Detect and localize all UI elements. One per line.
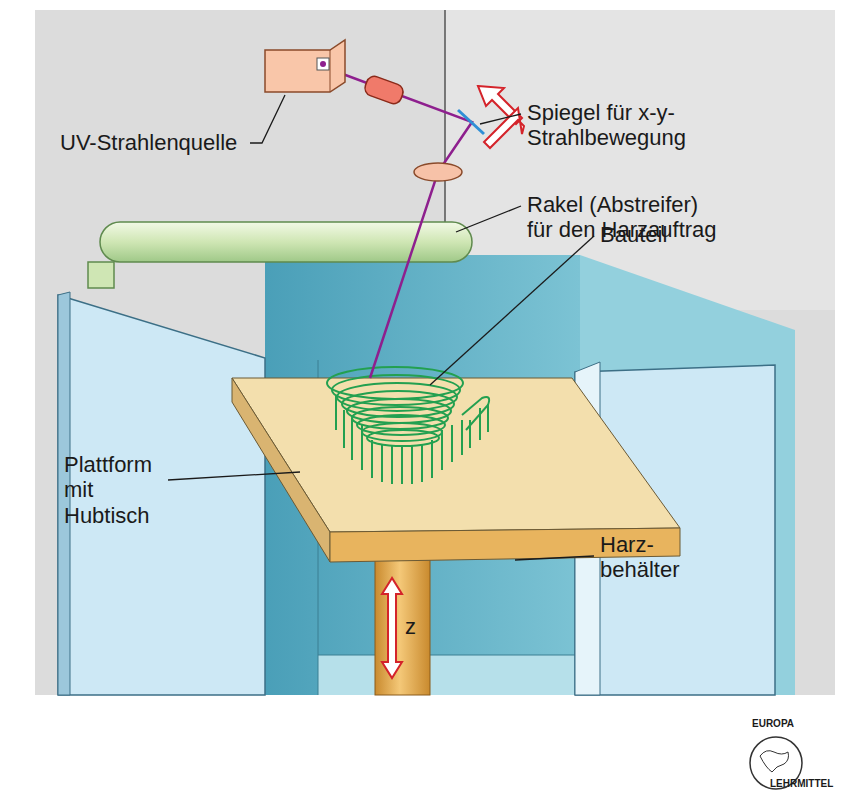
mirror xyxy=(458,110,484,134)
lift-column xyxy=(375,560,430,695)
logo-text: EUROPA xyxy=(752,718,794,730)
part-label: Bauteil xyxy=(600,222,667,247)
part-label: Plattform mit Hubtisch xyxy=(64,452,166,528)
leader-lines xyxy=(168,95,594,560)
part xyxy=(327,367,489,484)
lens-tube xyxy=(363,74,406,106)
left-panel xyxy=(58,295,265,695)
uv-source xyxy=(265,40,345,92)
part-label: Spiegel für x-y- Strahlbewegung xyxy=(527,100,727,151)
part-label: UV-Strahlenquelle xyxy=(60,130,237,155)
background xyxy=(35,10,835,695)
uv-beam xyxy=(332,70,472,378)
xy-arrows xyxy=(478,86,524,148)
z-arrow xyxy=(382,578,402,678)
rakel-end xyxy=(88,262,114,288)
part-label: Harz- behälter xyxy=(600,532,696,583)
axis-label: z xyxy=(405,614,416,639)
focus-lens xyxy=(414,163,462,181)
logo-text: LEHRMITTEL xyxy=(770,778,833,790)
platform-side xyxy=(232,378,330,562)
